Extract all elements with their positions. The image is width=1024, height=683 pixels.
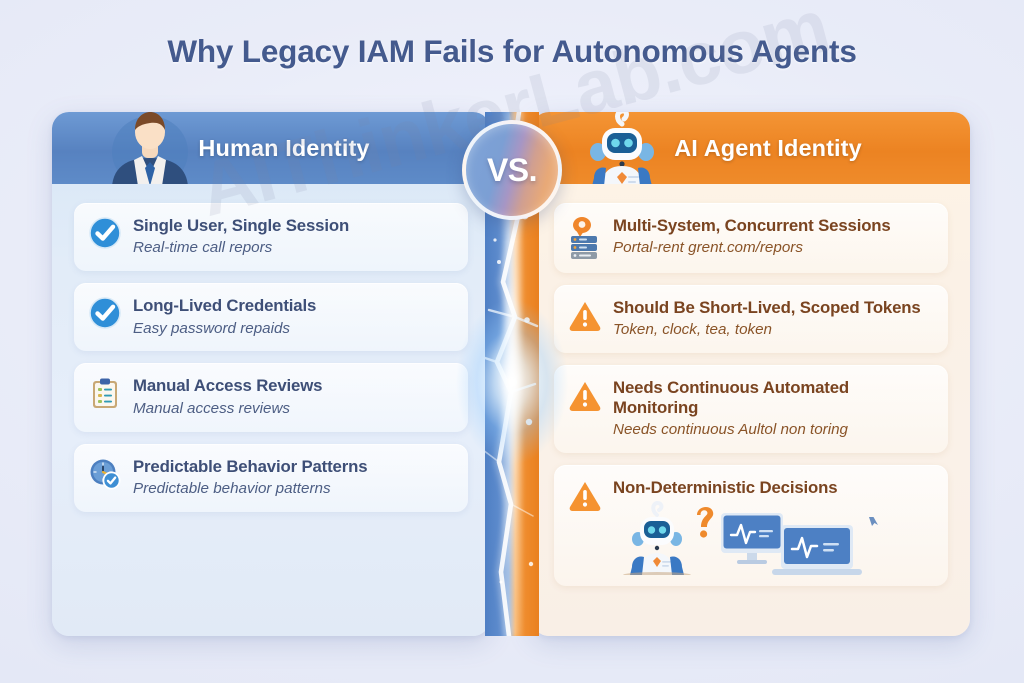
human-identity-header: Human Identity bbox=[52, 112, 490, 184]
check-circle-icon bbox=[88, 216, 122, 250]
robot-mascot-icon bbox=[590, 112, 654, 184]
list-item-title: Should Be Short-Lived, Scoped Tokens bbox=[613, 298, 921, 317]
human-identity-body: Single User, Single Session Real-time ca… bbox=[52, 184, 490, 636]
list-item-title: Multi-System, Concurrent Sessions bbox=[613, 216, 891, 235]
human-identity-panel: Human Identity Single User, Single Sessi… bbox=[52, 112, 490, 636]
ai-agent-identity-header: AI Agent Identity bbox=[532, 112, 970, 184]
server-stack-icon bbox=[568, 216, 602, 260]
warning-triangle-icon bbox=[568, 298, 602, 332]
robot-question-monitors-illustration bbox=[613, 499, 934, 579]
list-item-subtitle: Real-time call repors bbox=[133, 239, 273, 257]
warning-triangle-icon bbox=[568, 378, 602, 412]
list-item[interactable]: Needs Continuous Automated Monitoring Ne… bbox=[554, 365, 948, 453]
comparison-stage: Human Identity Single User, Single Sessi… bbox=[52, 112, 970, 636]
clipboard-checklist-icon bbox=[88, 376, 122, 410]
vs-badge-label: VS. bbox=[486, 151, 538, 188]
clock-check-icon bbox=[88, 457, 122, 491]
list-item-title: Non-Deterministic Decisions bbox=[613, 477, 838, 497]
list-item-subtitle: Easy password repaids bbox=[133, 319, 291, 337]
list-item[interactable]: Non-Deterministic Decisions bbox=[554, 464, 948, 587]
list-item-title: Single User, Single Session bbox=[133, 216, 350, 235]
ai-agent-identity-body: Multi-System, Concurrent Sessions Portal… bbox=[532, 184, 970, 636]
list-item-subtitle: Portal-rent grent.com/repors bbox=[613, 239, 803, 257]
list-item-title: Predictable Behavior Patterns bbox=[133, 456, 368, 476]
vs-badge: VS. bbox=[462, 120, 562, 220]
list-item[interactable]: Long-Lived Credentials Easy password rep… bbox=[74, 283, 468, 352]
businessman-avatar-icon bbox=[112, 112, 188, 184]
page-title: Why Legacy IAM Fails for Autonomous Agen… bbox=[167, 33, 857, 69]
human-identity-title: Human Identity bbox=[198, 134, 370, 161]
list-item-subtitle: Manual access reviews bbox=[133, 399, 290, 417]
warning-triangle-icon bbox=[568, 478, 602, 512]
list-item[interactable]: Multi-System, Concurrent Sessions Portal… bbox=[554, 203, 948, 273]
check-circle-icon bbox=[88, 296, 122, 330]
list-item-subtitle: Token, clock, tea, token bbox=[613, 321, 773, 339]
list-item[interactable]: Should Be Short-Lived, Scoped Tokens Tok… bbox=[554, 285, 948, 354]
list-item[interactable]: Single User, Single Session Real-time ca… bbox=[74, 203, 468, 272]
list-item-subtitle: Needs continuous Aultol non toring bbox=[613, 421, 848, 439]
list-item-title: Long-Lived Credentials bbox=[133, 296, 317, 316]
list-item-title: Manual Access Reviews bbox=[133, 376, 323, 396]
ai-agent-identity-panel: AI Agent Identity bbox=[532, 112, 970, 636]
list-item[interactable]: Manual Access Reviews Manual access revi… bbox=[74, 363, 468, 432]
list-item[interactable]: Predictable Behavior Patterns Predictabl… bbox=[74, 443, 468, 512]
ai-agent-identity-title: AI Agent Identity bbox=[674, 134, 862, 161]
list-item-subtitle: Predictable behavior patterns bbox=[133, 480, 331, 498]
list-item-title: Needs Continuous Automated Monitoring bbox=[613, 378, 850, 417]
